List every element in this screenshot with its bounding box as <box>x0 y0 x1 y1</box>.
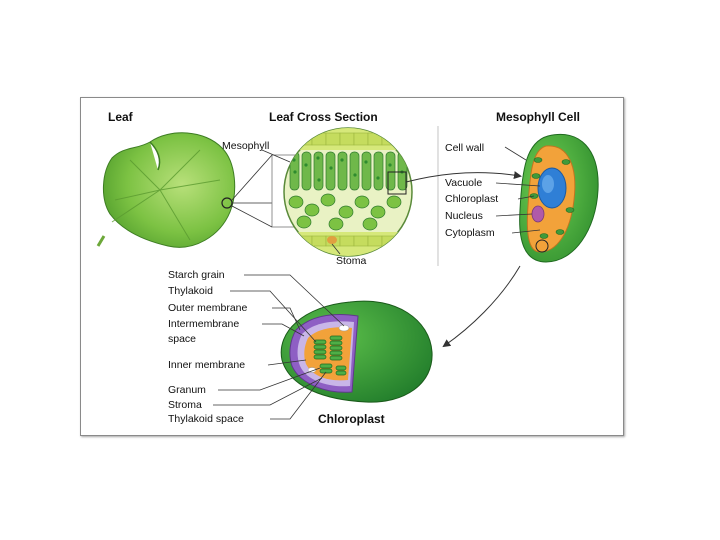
heading-chloroplast: Chloroplast <box>318 412 385 426</box>
label-thylakoid-space: Thylakoid space <box>168 413 244 425</box>
label-cell-wall: Cell wall <box>445 142 484 154</box>
leaf-illustration <box>96 132 236 248</box>
label-nucleus: Nucleus <box>445 210 483 222</box>
label-starch-grain: Starch grain <box>168 269 225 281</box>
mesophyll-cell-illustration <box>519 134 599 263</box>
chloroplast-labels: Starch grain Thylakoid Outer membrane In… <box>168 269 248 425</box>
label-intermembrane: Intermembrane <box>168 318 239 330</box>
label-vacuole: Vacuole <box>445 177 482 189</box>
cell-focus-box <box>387 171 407 195</box>
label-stoma: Stoma <box>336 255 367 267</box>
label-stroma: Stroma <box>168 399 202 411</box>
label-chloroplast: Chloroplast <box>445 193 498 205</box>
chloroplast-illustration <box>280 300 433 403</box>
label-intermembrane-space: space <box>168 333 196 345</box>
arrow-to-chloroplast <box>442 265 521 348</box>
cell-labels: Cell wall Vacuole Chloroplast Nucleus Cy… <box>445 142 498 239</box>
heading-leaf: Leaf <box>108 110 134 124</box>
label-mesophyll: Mesophyll <box>222 140 269 152</box>
chloroplast-focus-circle <box>535 239 549 253</box>
arrow-to-cell <box>405 171 522 183</box>
heading-mesophyll-cell: Mesophyll Cell <box>496 110 580 124</box>
cross-section-illustration <box>283 127 413 257</box>
label-cytoplasm: Cytoplasm <box>445 227 495 239</box>
label-thylakoid: Thylakoid <box>168 285 213 297</box>
label-granum: Granum <box>168 384 206 396</box>
label-outer-membrane: Outer membrane <box>168 302 248 314</box>
label-inner-membrane: Inner membrane <box>168 359 245 371</box>
heading-cross-section: Leaf Cross Section <box>269 110 378 124</box>
